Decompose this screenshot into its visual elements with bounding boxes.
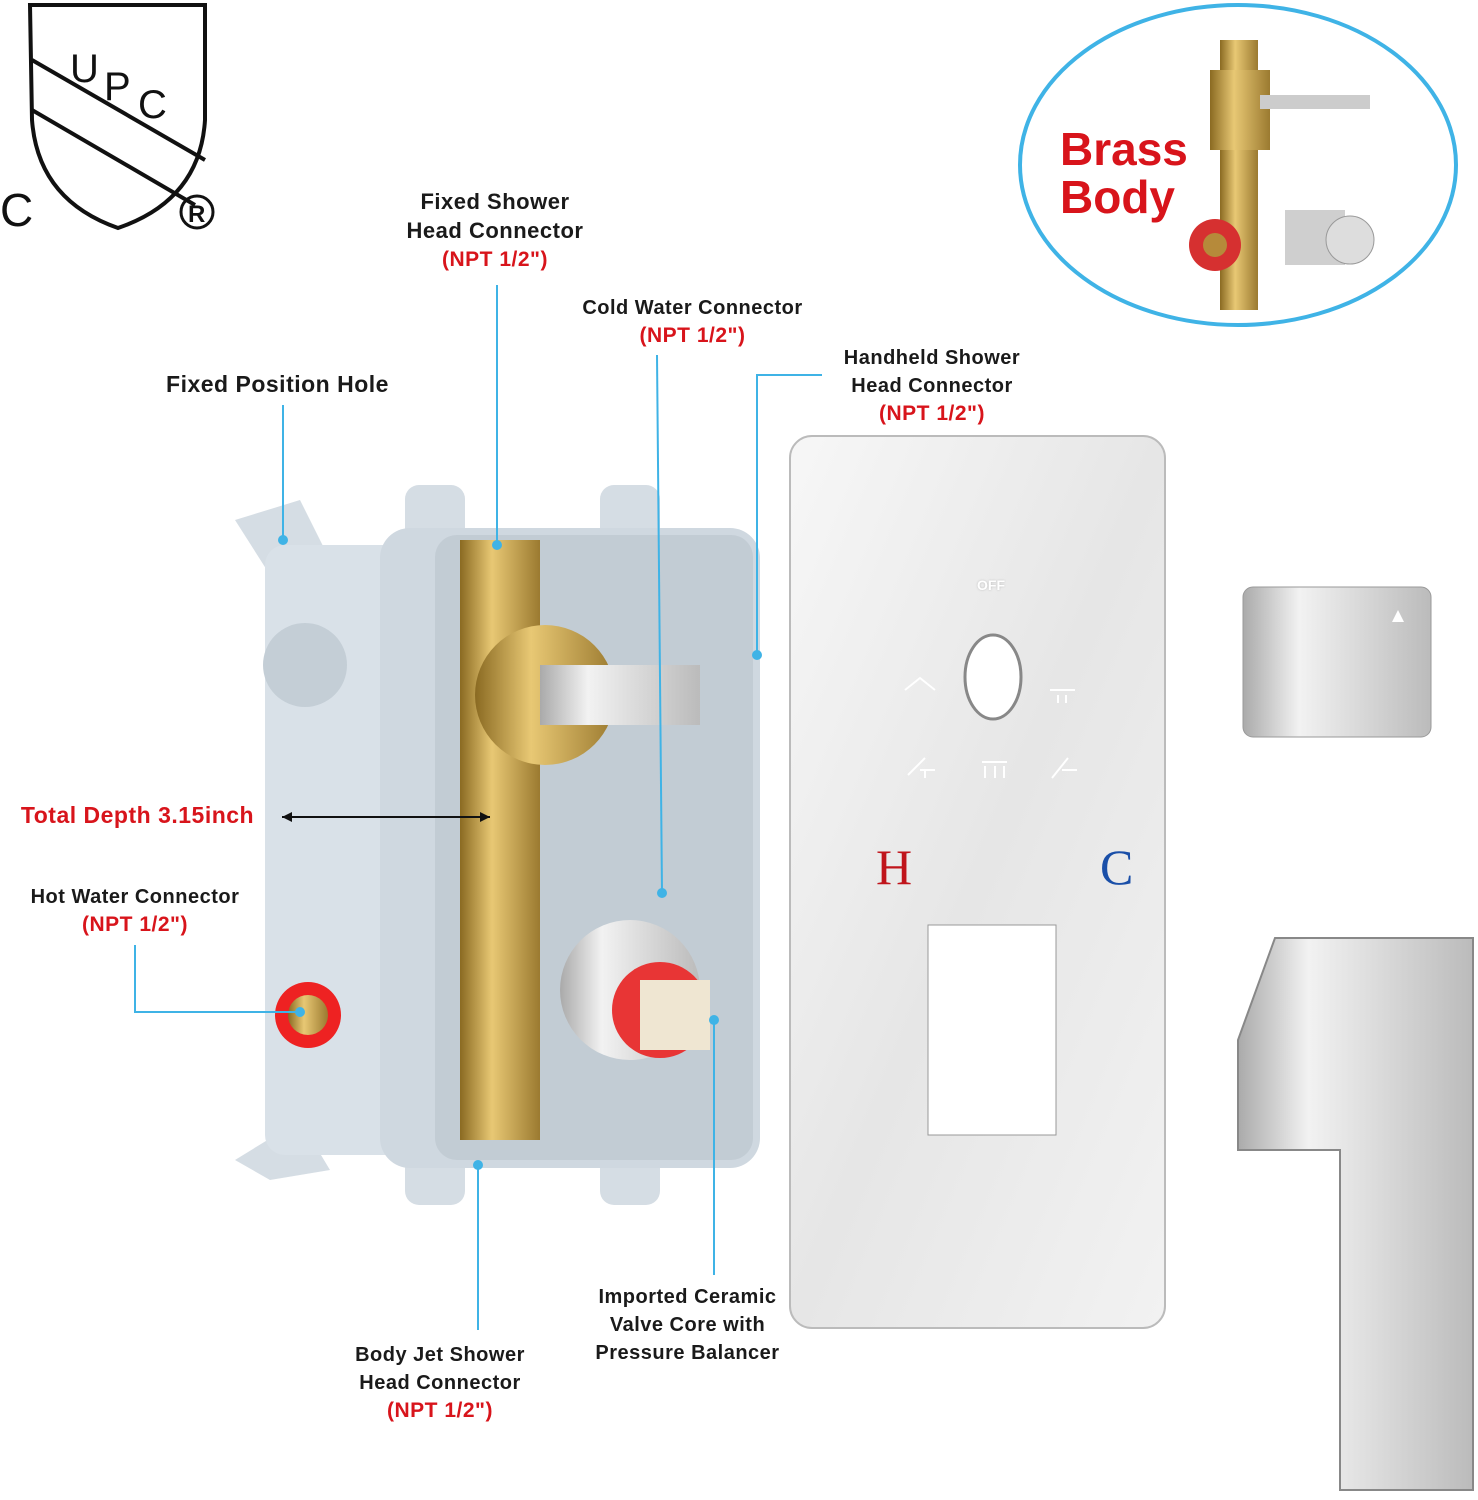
label-valve-core: Imported Ceramic Valve Core with Pressur… — [580, 1283, 795, 1367]
svg-text:R: R — [188, 201, 205, 228]
svg-text:C: C — [138, 83, 167, 127]
label-text: Fixed Shower — [420, 189, 570, 214]
svg-text:P: P — [104, 65, 131, 109]
lever-handle — [1237, 937, 1474, 1491]
brass-line1: Brass — [1060, 123, 1188, 175]
label-spec: (NPT 1/2") — [639, 324, 746, 347]
label-fixed-shower: Fixed Shower Head Connector (NPT 1/2") — [380, 187, 610, 274]
label-text: Head Connector — [359, 1372, 521, 1394]
diverter-hole — [963, 633, 1023, 721]
label-hot-water: Hot Water Connector (NPT 1/2") — [10, 883, 260, 939]
label-text: Body Jet Shower — [355, 1344, 525, 1366]
label-text: Imported Ceramic — [598, 1286, 777, 1308]
label-text: Hot Water Connector — [30, 886, 240, 908]
valve-opening — [927, 924, 1057, 1136]
plate-hot-label: H — [876, 839, 913, 895]
label-text: Valve Core with — [609, 1314, 766, 1336]
upc-shield-icon — [27, 3, 207, 231]
label-text: Pressure Balancer — [595, 1342, 780, 1364]
plate-cold-label: C — [1100, 839, 1134, 895]
label-text: Head Connector — [851, 375, 1013, 397]
label-cold-water: Cold Water Connector (NPT 1/2") — [560, 294, 825, 350]
label-depth: Total Depth 3.15inch — [0, 801, 275, 830]
plate-off-label: OFF — [977, 577, 1005, 593]
brass-line2: Body — [1060, 171, 1175, 223]
label-fixed-hole: Fixed Position Hole — [140, 370, 415, 399]
handle-cap — [1242, 586, 1432, 738]
label-spec: (NPT 1/2") — [442, 248, 548, 271]
label-handheld: Handheld Shower Head Connector (NPT 1/2"… — [822, 344, 1042, 428]
svg-text:U: U — [70, 47, 99, 91]
svg-text:C: C — [0, 184, 33, 236]
label-body-jet: Body Jet Shower Head Connector (NPT 1/2"… — [330, 1341, 550, 1425]
label-spec: (NPT 1/2") — [82, 913, 188, 936]
label-text: Cold Water Connector — [582, 297, 803, 319]
label-spec: (NPT 1/2") — [387, 1399, 493, 1422]
trim-plate — [789, 435, 1166, 1329]
label-spec: (NPT 1/2") — [879, 402, 985, 425]
mode-icons — [904, 676, 1077, 779]
label-text: Head Connector — [406, 218, 584, 243]
label-text: Handheld Shower — [843, 347, 1021, 369]
brass-body-title: Brass Body — [1060, 125, 1188, 221]
label-text: Fixed Position Hole — [166, 371, 389, 397]
label-text: Total Depth 3.15inch — [20, 802, 255, 828]
valve-box-icon — [235, 485, 760, 1205]
